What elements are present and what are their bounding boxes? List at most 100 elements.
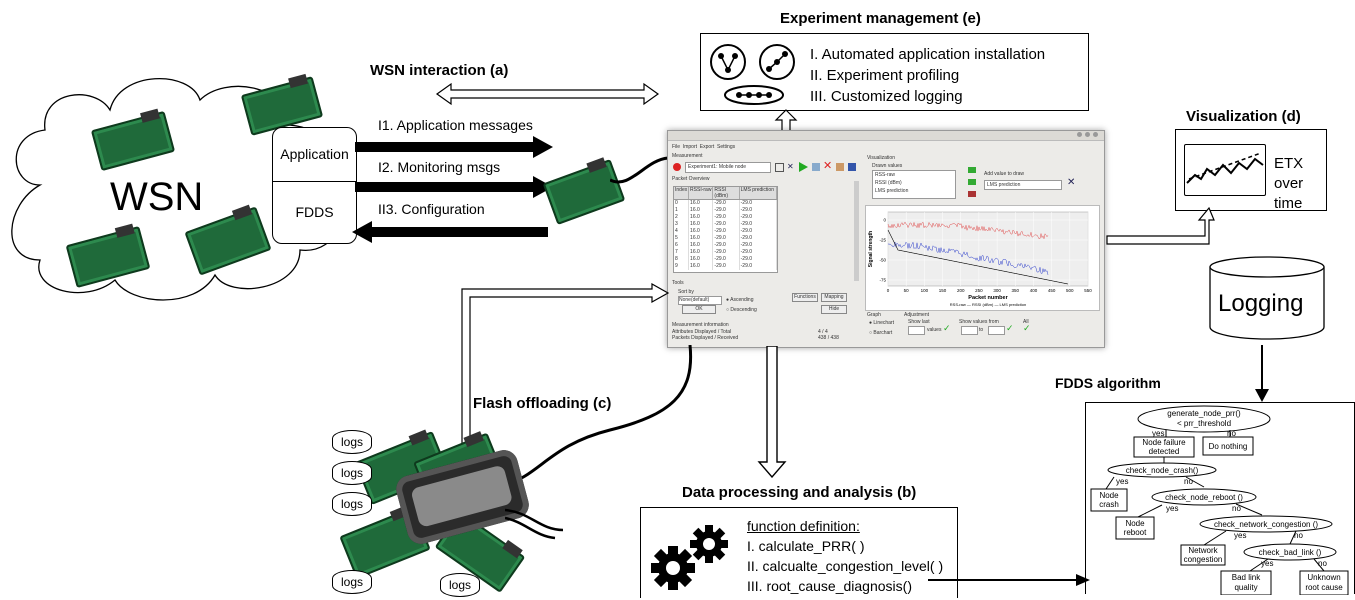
rssi-line — [887, 241, 1049, 275]
table-cell: -29.0 — [713, 242, 740, 249]
descending-label: Descending — [730, 307, 757, 313]
usb-cable — [504, 345, 693, 487]
add-value-select[interactable]: LMS prediction — [984, 180, 1062, 190]
hide-button[interactable]: Hide — [821, 305, 847, 314]
x-tick-label: 550 — [1084, 288, 1092, 293]
table-cell: 1 — [674, 207, 690, 214]
menu-export[interactable]: Export — [699, 144, 715, 150]
data-processing-title: Data processing and analysis (b) — [682, 484, 917, 501]
close-icon[interactable] — [1093, 132, 1098, 137]
reload-icon[interactable] — [968, 179, 976, 185]
delete-icon[interactable]: ✕ — [823, 160, 833, 172]
table-cell: -29.0 — [713, 235, 740, 242]
refresh-icon[interactable] — [812, 163, 820, 171]
left-arrow-icon — [352, 221, 548, 243]
no-label: no — [1318, 559, 1327, 568]
ok-button[interactable]: OK — [682, 305, 716, 314]
menu-import[interactable]: Import — [682, 144, 698, 150]
to-input[interactable] — [988, 326, 1005, 335]
x-tick-label: 150 — [939, 288, 947, 293]
menu-settings[interactable]: Settings — [717, 144, 736, 150]
check-icon[interactable]: ✓ — [943, 323, 951, 333]
column-header[interactable]: RSSI-raw — [689, 187, 714, 199]
up-right-arrow-icon — [461, 283, 670, 452]
from-input[interactable] — [961, 326, 978, 335]
table-cell: 9 — [674, 263, 690, 270]
visualization-label: Visualization — [867, 155, 895, 161]
minimize-icon[interactable] — [1077, 132, 1082, 137]
linechart-radio[interactable]: ● Linechart — [869, 320, 894, 326]
list-item[interactable]: RSSI (dBm) — [875, 180, 902, 186]
down-arrow-icon — [1255, 345, 1269, 402]
drawn-values-list[interactable]: RSS-raw RSSI (dBm) LMS prediction — [872, 170, 956, 199]
table-cell: -29.0 — [713, 256, 740, 263]
graph-label: Graph — [867, 312, 881, 318]
unknown-text2: root cause — [1305, 583, 1343, 592]
visualization-box: ETX over time — [1175, 129, 1327, 212]
node-failure-text2: detected — [1149, 447, 1180, 456]
show-last-input[interactable] — [908, 326, 925, 335]
d4-text: check_network_congestion () — [1214, 520, 1318, 529]
new-icon[interactable] — [775, 163, 784, 172]
mapping-button[interactable]: Mapping — [821, 293, 847, 302]
column-header[interactable]: RSSI (dBm) — [713, 187, 740, 199]
topology-icon — [710, 44, 795, 105]
column-header[interactable]: LMS prediction — [740, 187, 777, 199]
fdds-algorithm-title: FDDS algorithm — [1055, 375, 1161, 391]
logs-cylinder: logs — [440, 573, 480, 597]
data-processing-box: function definition: I. calculate_PRR( )… — [640, 507, 958, 598]
wsn-label: WSN — [110, 175, 204, 219]
experiment-management-box: I. Automated application installation II… — [700, 33, 1089, 111]
check-icon[interactable]: ✓ — [1006, 323, 1014, 333]
sort-select[interactable]: None(default) — [678, 296, 722, 305]
down-arrow-icon — [757, 346, 787, 478]
list-item[interactable]: LMS prediction — [875, 188, 909, 194]
table-cell: 16.0 — [689, 207, 714, 214]
to-label: to — [979, 327, 984, 333]
func-item: II. calcualte_congestion_level( ) — [747, 558, 944, 574]
play-icon[interactable] — [799, 162, 808, 172]
table-cell: 7 — [674, 249, 690, 256]
save-icon[interactable] — [848, 163, 856, 171]
scrollbar[interactable] — [854, 181, 859, 281]
check-icon[interactable]: ✓ — [1023, 323, 1031, 333]
list-item[interactable]: RSS-raw — [875, 172, 896, 178]
remove-icon[interactable]: ✕ — [1067, 177, 1076, 188]
barchart-radio[interactable]: ○ Barchart — [869, 330, 893, 336]
node-reboot-text2: reboot — [1124, 528, 1147, 537]
menu-file[interactable]: File — [672, 144, 681, 150]
maximize-icon[interactable] — [1085, 132, 1090, 137]
record-icon[interactable] — [673, 163, 681, 171]
menu-bar: File Import Export Settings — [672, 144, 735, 150]
func-item: I. calculate_PRR( ) — [747, 538, 865, 554]
title-bar — [668, 131, 1104, 141]
experiment-select[interactable]: Experiment1: Mobile node — [685, 162, 771, 173]
descending-radio[interactable]: ○ Descending — [726, 307, 757, 313]
print-icon[interactable] — [836, 163, 844, 171]
wrench-icon[interactable]: ✕ — [787, 162, 794, 171]
grid-icon[interactable] — [968, 191, 976, 197]
drawn-values-label: Drawn values — [872, 163, 903, 169]
gears-icon — [651, 525, 728, 590]
net-cong-text2: congestion — [1184, 555, 1223, 564]
undo-icon[interactable] — [968, 167, 976, 173]
table-cell: -29.0 — [713, 214, 740, 221]
yes-label: yes — [1234, 531, 1246, 540]
functions-button[interactable]: Functions — [792, 293, 818, 302]
right-arrow-icon — [355, 176, 553, 198]
column-header[interactable]: Index — [674, 187, 690, 199]
ascending-radio[interactable]: ● Ascending — [726, 297, 754, 303]
table-cell: -29.0 — [740, 200, 777, 207]
visualization-title: Visualization (d) — [1186, 108, 1301, 125]
